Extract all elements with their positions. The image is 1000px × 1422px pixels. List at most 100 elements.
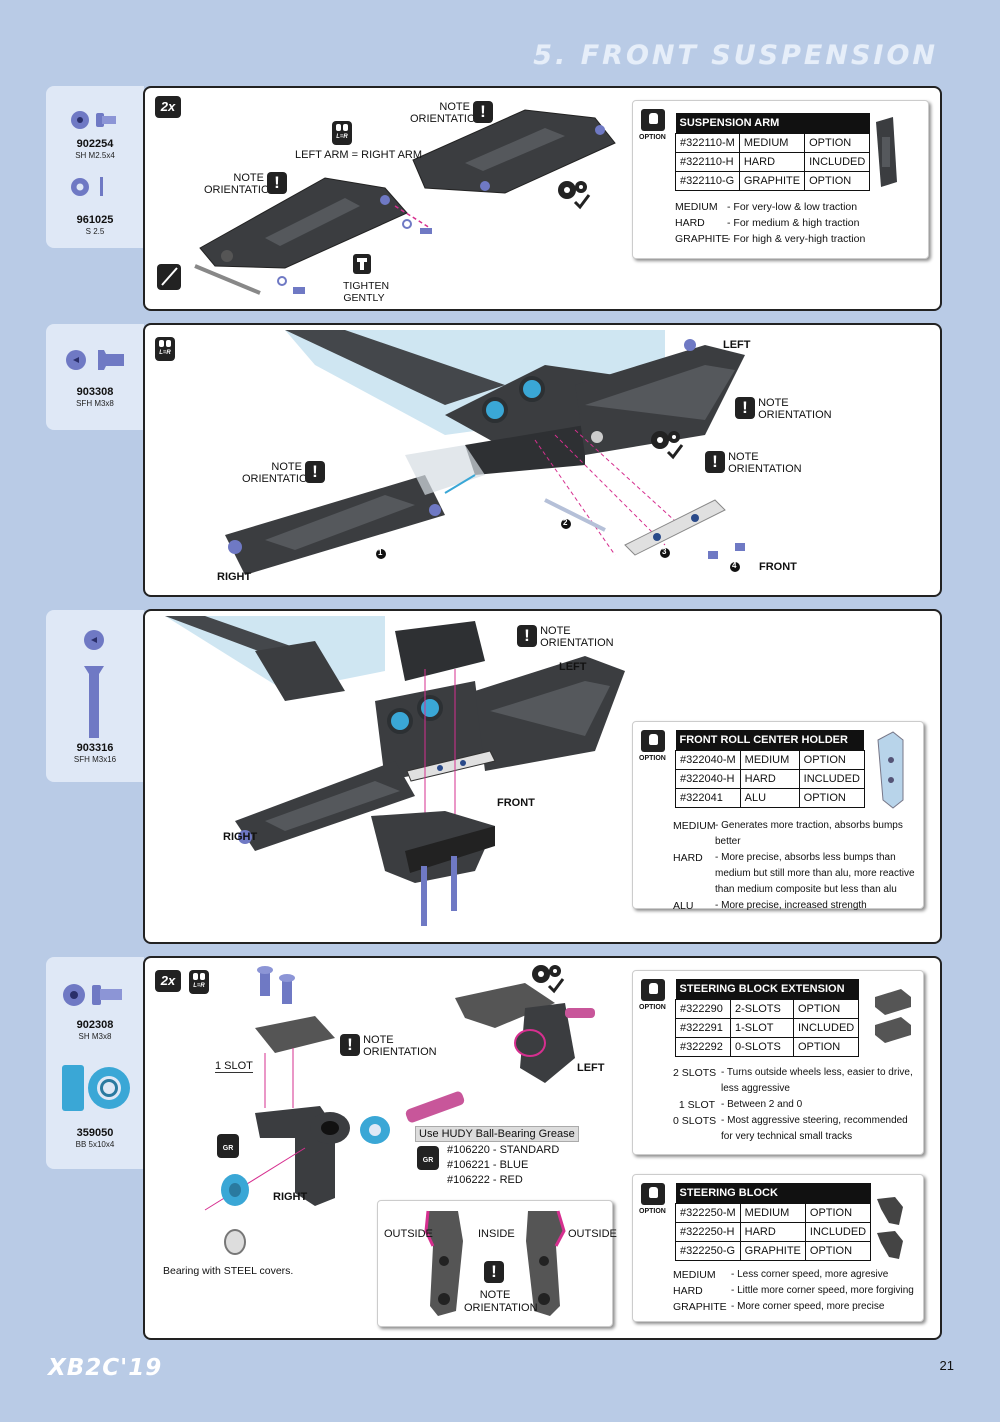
step2-panel: L=R LEFT RIGHT FRONT ! NOTE ORIENTATION …: [143, 323, 942, 597]
front-label: FRONT: [497, 797, 535, 809]
grease-option-blue: #106221 - BLUE: [447, 1159, 529, 1171]
slots-cell: 1-SLOT: [730, 1018, 794, 1038]
part-number-cell: #322110-H: [675, 152, 740, 172]
desc-key: MEDIUM: [673, 820, 716, 832]
tighten-gently-label: TIGHTEN GENTLY: [343, 280, 390, 304]
option-description: MEDIUM- Generates more traction, absorbs…: [673, 818, 918, 914]
quantity-badge: 2x: [155, 970, 181, 992]
step-number-3: 3: [662, 547, 667, 556]
note-orientation-label: ! NOTE ORIENTATION: [735, 397, 832, 421]
left-right-label: LEFT ARM = RIGHT ARM: [295, 149, 423, 161]
desc-value: - Little more corner speed, more forgivi…: [731, 1285, 914, 1296]
desc-value: - Between 2 and 0: [721, 1099, 803, 1110]
part-code: 961025: [76, 214, 114, 226]
left-equals-right-icon: L=R: [155, 337, 175, 361]
part-number-cell: #322292: [675, 1037, 731, 1057]
left-label: LEFT: [559, 661, 587, 673]
exclamation-icon: !: [735, 397, 755, 419]
part-spec: SFH M3x16: [73, 755, 117, 764]
part-spec: SH M2.5x4: [75, 151, 115, 160]
thumbs-up-icon: [641, 730, 665, 752]
part-spec: SH M3x8: [78, 1032, 112, 1041]
desc-key: HARD: [673, 1285, 703, 1297]
status-cell: OPTION: [798, 788, 865, 808]
option-description: MEDIUM- Less corner speed, more agresive…: [673, 1267, 918, 1315]
front-label: FRONT: [759, 561, 797, 573]
roll-center-holder-illustration: [165, 616, 625, 926]
status-cell: INCLUDED: [804, 152, 871, 172]
suspension-arm-thumbnail: [876, 117, 897, 187]
part-number-cell: #322041: [675, 788, 741, 808]
option-label: OPTION: [639, 755, 666, 762]
lr-icon-text: L=R: [159, 350, 171, 356]
part-number-cell: #322290: [675, 999, 731, 1019]
desc-value: - Turns outside wheels less, easier to d…: [721, 1067, 913, 1094]
part-number-cell: #322250-G: [675, 1241, 741, 1261]
right-label: RIGHT: [273, 1191, 308, 1203]
bearing-note: Bearing with STEEL covers.: [163, 1265, 294, 1277]
material-cell: GRAPHITE: [738, 171, 806, 191]
part-code: 903308: [76, 386, 114, 398]
part-code: 902308: [76, 1019, 114, 1031]
note-orientation-label: NOTE ORIENTATION !: [235, 461, 325, 485]
option-table-title: FRONT ROLL CENTER HOLDER: [675, 730, 865, 751]
status-cell: OPTION: [792, 1037, 860, 1057]
desc-value: - For high & very-high traction: [727, 233, 866, 245]
part-number-cell: #322250-M: [675, 1203, 741, 1223]
grease-title: Use HUDY Ball-Bearing Grease: [415, 1126, 579, 1142]
roll-center-holder-option-box: OPTION FRONT ROLL CENTER HOLDER #322040-…: [632, 721, 924, 912]
status-cell: OPTION: [804, 1241, 872, 1261]
status-cell: OPTION: [798, 750, 865, 770]
note-text: NOTE ORIENTATION: [203, 172, 278, 196]
desc-value: - For medium & high traction: [727, 217, 860, 229]
grease-icon: GR: [217, 1134, 239, 1158]
desc-key: MEDIUM: [675, 201, 718, 213]
material-cell: GRAPHITE: [739, 1241, 806, 1261]
suspension-arm-illustration: [157, 109, 616, 295]
desc-key: GRAPHITE: [673, 1301, 727, 1313]
desc-value: - Generates more traction, absorbs bumps…: [715, 820, 903, 847]
parts-column-step1: 902254 SH M2.5x4 961025 S 2.5: [46, 86, 144, 248]
exclamation-icon: !: [340, 1034, 360, 1056]
note-text: NOTE ORIENTATION: [409, 101, 484, 125]
step4-panel: 2x L=R LEFT RIGHT 1 SLOT ! NOTE ORIENTAT…: [143, 956, 942, 1340]
slots-cell: 0-SLOTS: [730, 1037, 794, 1057]
desc-value: - More precise, absorbs less bumps than …: [715, 852, 915, 895]
status-cell: INCLUDED: [804, 1222, 872, 1242]
note-orientation-label: NOTE ORIENTATION !: [197, 172, 287, 196]
right-label: RIGHT: [223, 831, 258, 843]
part-spec: SFH M3x8: [76, 399, 114, 408]
desc-key: HARD: [675, 217, 705, 229]
desc-key: HARD: [673, 852, 703, 864]
lr-icon-text: L=R: [336, 134, 348, 140]
left-equals-right-icon: L=R: [189, 970, 209, 994]
part-number-cell: #322110-M: [675, 133, 740, 153]
flat-screw-icon: [66, 350, 124, 370]
long-flat-screw-icon: [84, 630, 104, 738]
note-orientation-label: ! NOTE ORIENTATION: [517, 625, 614, 649]
parts-column-step2: 903308 SFH M3x8: [46, 324, 144, 430]
note-text: NOTE ORIENTATION: [728, 451, 802, 475]
option-label: OPTION: [639, 134, 666, 141]
exclamation-icon: !: [705, 451, 725, 473]
slots-cell: 2-SLOTS: [730, 999, 794, 1019]
step-number-4: 4: [732, 561, 737, 570]
screw-bearing-icons: [62, 984, 130, 1111]
thumbs-up-icon: [641, 109, 665, 131]
option-label: OPTION: [639, 1004, 666, 1011]
steering-block-illustration: [204, 965, 595, 1255]
part-code: 902254: [76, 138, 114, 150]
note-text: NOTE ORIENTATION: [540, 625, 614, 649]
note-text: NOTE ORIENTATION: [758, 397, 832, 421]
grease-icon: GR: [417, 1146, 439, 1170]
page-number: 21: [939, 1358, 954, 1373]
left-label: LEFT: [723, 339, 751, 351]
part-spec: BB 5x10x4: [75, 1140, 115, 1149]
exclamation-icon: !: [267, 172, 287, 194]
